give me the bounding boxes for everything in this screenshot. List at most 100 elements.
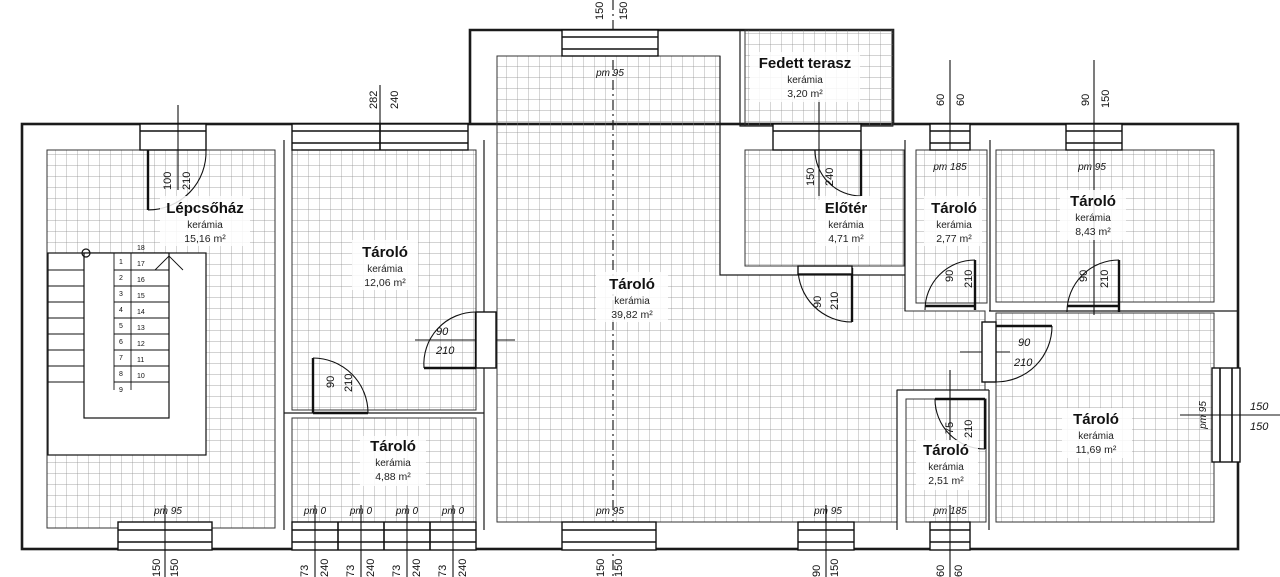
stair-number-right: 15 xyxy=(137,293,145,300)
room-material: kerámia xyxy=(187,220,223,231)
room-eloter: Előtér kerámia 4,71 m² xyxy=(816,196,880,246)
doors xyxy=(146,149,1121,450)
pm-w-top-d: pm 185 xyxy=(932,162,967,173)
room-material: kerámia xyxy=(936,220,972,231)
dim-d-tarolo-a-w: 90 xyxy=(436,326,449,338)
dim-d-tarolo-f-w: 90 xyxy=(1018,337,1031,349)
room-name: Tároló xyxy=(931,200,977,217)
dim-d-lepcso-h: 210 xyxy=(181,172,193,190)
room-material: kerámia xyxy=(367,264,403,275)
room-material: kerámia xyxy=(375,458,411,469)
dim-w-top-e-w: 90 xyxy=(1080,94,1092,106)
room-tarolo-g: Tároló kerámia 2,51 m² xyxy=(916,440,978,490)
room-tarolo-a: Tároló kerámia 12,06 m² xyxy=(352,240,418,290)
room-area: 8,43 m² xyxy=(1075,226,1111,238)
stair-number-left: 6 xyxy=(119,339,123,346)
room-area: 2,51 m² xyxy=(928,475,964,487)
window-axes xyxy=(164,60,1280,577)
dim-w-top-d-h: 60 xyxy=(955,94,967,106)
window-labels: 150 150 pm 95 282 240 60 60 pm 185 90 15… xyxy=(151,2,1269,577)
pm-w-right-f: pm 95 xyxy=(1198,401,1209,430)
pm-w-bot-b2: pm 0 xyxy=(349,506,373,517)
room-name: Tároló xyxy=(362,244,408,261)
pm-w-bot-c2: pm 95 xyxy=(813,506,842,517)
stair-number-left: 7 xyxy=(119,355,123,362)
stair-number-left: 5 xyxy=(119,323,123,330)
window-top-center xyxy=(561,29,659,57)
room-labels: Lépcsőház kerámia 15,16 m² Tároló kerámi… xyxy=(160,52,1132,490)
room-material: kerámia xyxy=(828,220,864,231)
room-area: 4,88 m² xyxy=(375,471,411,483)
stair-number-right: 17 xyxy=(137,261,145,268)
dim-d-tarolo-a-h: 210 xyxy=(435,345,455,357)
stair-number-left: 9 xyxy=(119,387,123,394)
dim-d-eloter-top-h: 240 xyxy=(824,168,836,186)
window-bottom-storage-b xyxy=(291,521,477,551)
dim-d-tarolo-e-h: 210 xyxy=(1099,270,1111,288)
stair-number-right: 16 xyxy=(137,277,145,284)
room-tarolo-c: Tároló kerámia 39,82 m² xyxy=(596,272,668,322)
dim-w-bot-l-w: 150 xyxy=(151,559,163,577)
door-top-eloter xyxy=(772,123,862,151)
dim-w-bot-c2-w: 90 xyxy=(811,565,823,577)
pm-w-top-e: pm 95 xyxy=(1077,162,1106,173)
stair-number-right: 11 xyxy=(137,357,144,364)
dim-d-tarolo-d-h: 210 xyxy=(963,270,975,288)
dim-w-bot-b3-h: 240 xyxy=(411,559,423,577)
room-tarolo-f: Tároló kerámia 11,69 m² xyxy=(1062,408,1132,458)
dim-d-lepcso-w: 100 xyxy=(162,172,174,190)
dim-w-bot-g-w: 60 xyxy=(935,565,947,577)
room-material: kerámia xyxy=(1075,213,1111,224)
pm-w-top-c: pm 95 xyxy=(595,68,624,79)
stair-number-left: 4 xyxy=(119,307,123,314)
stair-number-right: 12 xyxy=(137,341,145,348)
stair-number-left: 3 xyxy=(119,291,123,298)
dim-w-top-c-w: 150 xyxy=(594,2,606,20)
pm-w-bot-c: pm 95 xyxy=(595,506,624,517)
room-name: Lépcsőház xyxy=(166,200,244,217)
dim-d-tarolo-d-w: 90 xyxy=(944,270,956,282)
room-material: kerámia xyxy=(787,75,823,86)
room-name: Tároló xyxy=(1073,411,1119,428)
dim-d-tarolo-g-h: 210 xyxy=(963,420,975,438)
room-fedett-terasz: Fedett terasz kerámia 3,20 m² xyxy=(750,52,860,102)
dim-w-right-f-h: 150 xyxy=(1250,421,1269,433)
dim-w-bot-c-w: 150 xyxy=(595,559,607,577)
stair-start-marker xyxy=(81,248,91,258)
stair-number-left: 8 xyxy=(119,371,123,378)
dim-w-bot-b4-h: 240 xyxy=(457,559,469,577)
room-area: 4,71 m² xyxy=(828,233,864,245)
room-name: Tároló xyxy=(609,276,655,293)
dim-w-top-a-w: 282 xyxy=(368,91,380,109)
stair-number-left: 1 xyxy=(119,259,123,266)
pm-w-bot-g: pm 185 xyxy=(932,506,967,517)
door-top-stair xyxy=(139,123,207,151)
dim-w-top-a-h: 240 xyxy=(389,91,401,109)
dim-d-tarolo-e-w: 90 xyxy=(1078,270,1090,282)
room-material: kerámia xyxy=(928,462,964,473)
dim-w-bot-l-h: 150 xyxy=(169,559,181,577)
dim-d-tarolo-b-h: 210 xyxy=(343,374,355,392)
pm-w-bot-b3: pm 0 xyxy=(395,506,419,517)
room-area: 2,77 m² xyxy=(936,233,972,245)
room-material: kerámia xyxy=(614,296,650,307)
dim-d-tarolo-g-w: 75 xyxy=(944,422,956,434)
room-tarolo-d: Tároló kerámia 2,77 m² xyxy=(924,196,982,246)
room-tarolo-b: Tároló kerámia 4,88 m² xyxy=(360,436,426,486)
stair-number-right: 14 xyxy=(137,309,145,316)
room-material: kerámia xyxy=(1078,431,1114,442)
room-name: Fedett terasz xyxy=(759,55,852,72)
dim-w-bot-c-h: 150 xyxy=(613,559,625,577)
room-tarolo-e: Tároló kerámia 8,43 m² xyxy=(1060,190,1126,240)
dim-w-bot-b4-w: 73 xyxy=(437,565,449,577)
dim-d-tarolo-f-h: 210 xyxy=(1013,357,1033,369)
dim-d-tarolo-b-w: 90 xyxy=(325,376,337,388)
pm-w-bot-b1: pm 0 xyxy=(303,506,327,517)
dim-w-bot-c2-h: 150 xyxy=(829,559,841,577)
dim-w-top-e-h: 150 xyxy=(1100,90,1112,108)
room-area: 15,16 m² xyxy=(184,233,226,245)
dim-w-top-d-w: 60 xyxy=(935,94,947,106)
dim-w-right-f-w: 150 xyxy=(1250,401,1269,413)
